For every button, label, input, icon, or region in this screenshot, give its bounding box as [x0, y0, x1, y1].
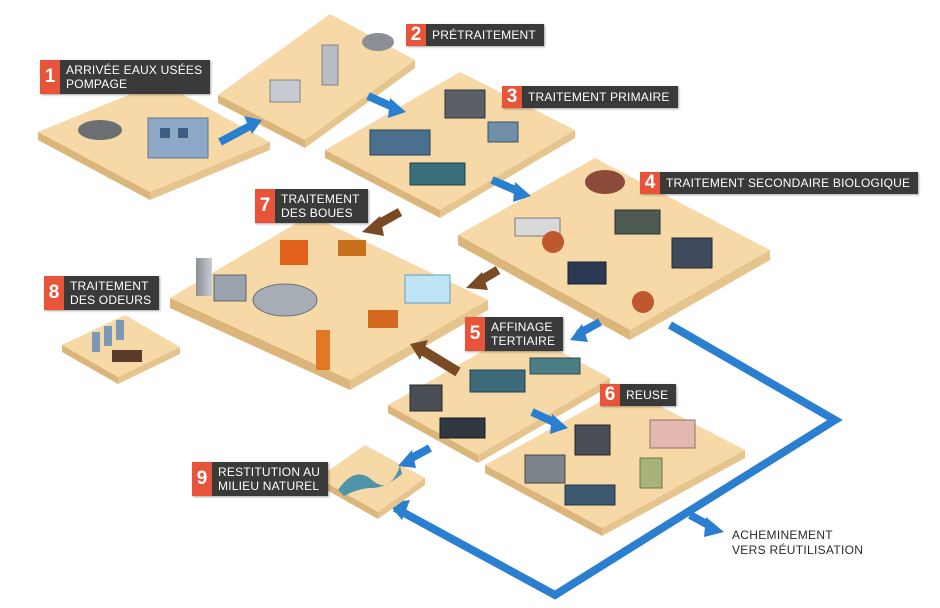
- arrow-5-to-9: [398, 444, 432, 468]
- stage-label-7: 7 TRAITEMENT DES BOUES: [255, 189, 368, 223]
- stage-label-9: 9 RESTITUTION AU MILIEU NATUREL: [192, 462, 329, 496]
- platform-9: [318, 445, 425, 519]
- stage-title: TRAITEMENT DES ODEURS: [64, 276, 160, 310]
- stage-number: 8: [44, 276, 64, 310]
- sludge-arrow-3-to-7: [362, 208, 403, 236]
- stage-title: REUSE: [620, 384, 677, 406]
- stage-number: 5: [465, 317, 485, 351]
- stage-title: ARRIVÉE EAUX USÉES POMPAGE: [60, 60, 211, 94]
- stage-label-1: 1 ARRIVÉE EAUX USÉES POMPAGE: [40, 60, 211, 94]
- stage-title: AFFINAGE TERTIAIRE: [485, 317, 564, 351]
- stage-title: PRÉTRAITEMENT: [426, 24, 544, 46]
- sludge-arrow-5-to-7: [410, 340, 461, 377]
- sludge-arrow-4-to-7: [466, 266, 501, 290]
- stage-number: 7: [255, 189, 275, 223]
- stage-number: 9: [192, 462, 212, 496]
- stage-number: 1: [40, 60, 60, 94]
- platform-4: [458, 158, 770, 340]
- platform-1: [38, 82, 270, 200]
- stage-label-4: 4 TRAITEMENT SECONDAIRE BIOLOGIQUE: [640, 172, 919, 194]
- flow-arrows: [218, 92, 724, 537]
- arrow-3-to-4: [490, 176, 531, 202]
- stage-title: RESTITUTION AU MILIEU NATUREL: [212, 462, 329, 496]
- stage-number: 3: [502, 86, 522, 108]
- platform-8: [62, 315, 180, 384]
- stage-label-3: 3 TRAITEMENT PRIMAIRE: [502, 86, 678, 108]
- stage-title: TRAITEMENT DES BOUES: [275, 189, 368, 223]
- outlet-note: ACHEMINEMENT VERS RÉUTILISATION: [732, 528, 864, 557]
- platform-2: [218, 14, 415, 148]
- stage-title: TRAITEMENT SECONDAIRE BIOLOGIQUE: [660, 172, 919, 194]
- arrow-4-to-5: [570, 318, 602, 342]
- stage-label-2: 2 PRÉTRAITEMENT: [406, 24, 544, 46]
- stage-label-5: 5 AFFINAGE TERTIAIRE: [465, 317, 564, 351]
- stage-label-6: 6 REUSE: [600, 384, 677, 406]
- stage-number: 6: [600, 384, 620, 406]
- arrow-5-to-6: [530, 408, 568, 434]
- platform-6: [485, 388, 745, 536]
- arrow-2-to-3: [366, 92, 406, 118]
- stage-title: TRAITEMENT PRIMAIRE: [522, 86, 678, 108]
- stage-number: 2: [406, 24, 426, 46]
- arrow-1-to-2: [218, 116, 262, 146]
- arrow-6-out: [688, 511, 724, 537]
- stage-label-8: 8 TRAITEMENT DES ODEURS: [44, 276, 160, 310]
- stage-number: 4: [640, 172, 660, 194]
